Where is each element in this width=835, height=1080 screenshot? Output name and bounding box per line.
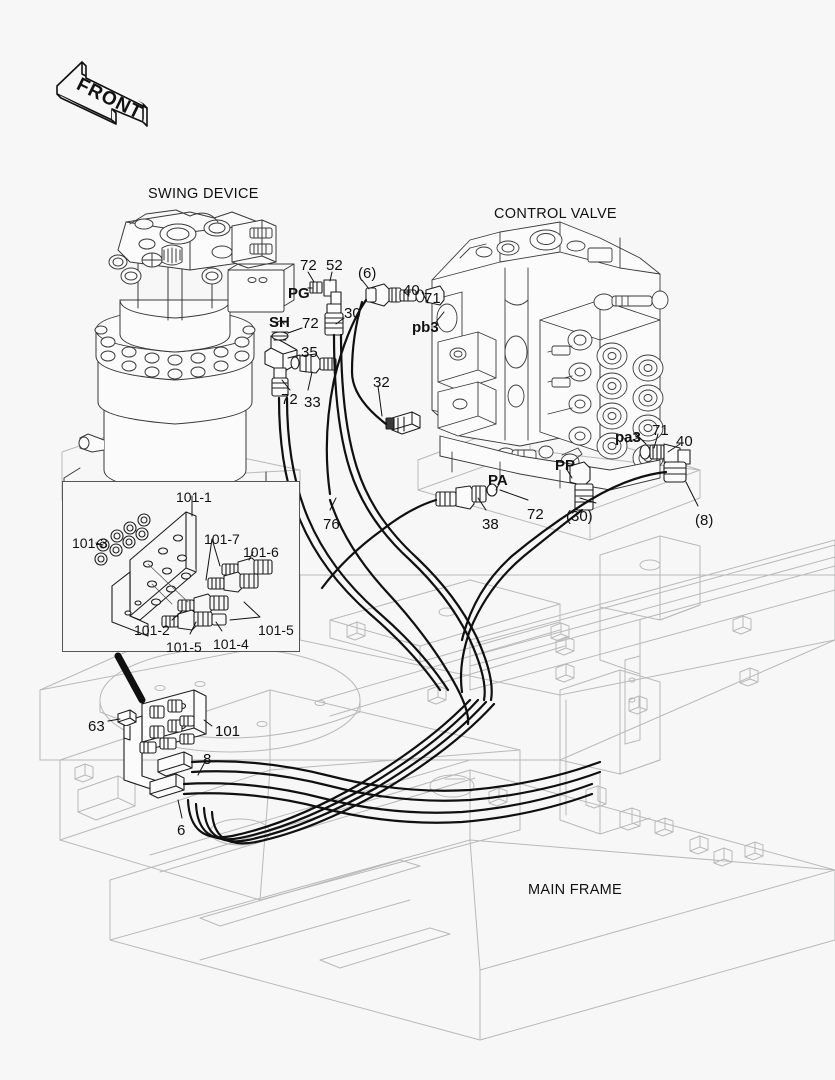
callout-30-paren: (30) xyxy=(566,508,593,525)
callout-52: 52 xyxy=(326,257,343,274)
callout-38: 38 xyxy=(482,516,499,533)
callout-40-pa3: 40 xyxy=(676,433,693,450)
port-label-sh: SH xyxy=(269,314,290,331)
callout-76: 76 xyxy=(323,516,340,533)
callout-8: 8 xyxy=(203,751,212,768)
fittings-pa xyxy=(435,483,498,510)
callout-6: (6) xyxy=(358,265,377,282)
port-label-pg: PG xyxy=(288,285,310,302)
callout-72-pg: 72 xyxy=(300,257,317,274)
connector-32 xyxy=(385,411,421,435)
callout-71-pb3: 71 xyxy=(424,290,441,307)
swing-device-body xyxy=(63,209,295,517)
callout-32: 32 xyxy=(373,374,390,391)
callout-8-paren: (8) xyxy=(695,512,714,529)
port-label-pp: PP xyxy=(555,457,576,474)
callout-6-hose: 6 xyxy=(177,822,186,839)
port-label-pb3: pb3 xyxy=(412,319,439,336)
fittings-pb3 xyxy=(365,283,445,307)
callout-72-pa: 72 xyxy=(527,506,544,523)
port-label-pa: PA xyxy=(488,472,508,489)
manifold-assembly xyxy=(117,689,207,799)
inset-callout-101-5b: 101-5 xyxy=(258,622,294,638)
callout-40-pb3: 40 xyxy=(403,282,420,299)
inset-callout-101-7: 101-7 xyxy=(204,531,240,547)
callout-101: 101 xyxy=(215,723,241,740)
callout-63: 63 xyxy=(88,718,105,735)
callout-72-lower: 72 xyxy=(281,391,298,408)
fittings-pp xyxy=(569,461,594,511)
callout-33: 33 xyxy=(304,394,321,411)
inset-callout-101-5a: 101-5 xyxy=(166,639,202,655)
inset-callout-101-2: 101-2 xyxy=(134,622,170,638)
inset-callout-101-3: 101-3 xyxy=(72,535,108,551)
inset-callout-101-1: 101-1 xyxy=(176,489,212,505)
callout-35: 35 xyxy=(301,344,318,361)
inset-callout-101-4: 101-4 xyxy=(213,636,249,652)
inset-callout-101-6: 101-6 xyxy=(243,544,279,560)
control-valve-body xyxy=(431,221,669,491)
label-swing-device: SWING DEVICE xyxy=(148,186,259,202)
callout-71-pa3: 71 xyxy=(652,422,669,439)
callout-72-sh: 72 xyxy=(302,315,319,332)
fittings-pa3 xyxy=(639,443,691,483)
callout-30: 30 xyxy=(344,305,361,322)
label-control-valve: CONTROL VALVE xyxy=(494,206,617,222)
label-main-frame: MAIN FRAME xyxy=(528,882,623,898)
port-label-pa3: pa3 xyxy=(615,429,641,446)
